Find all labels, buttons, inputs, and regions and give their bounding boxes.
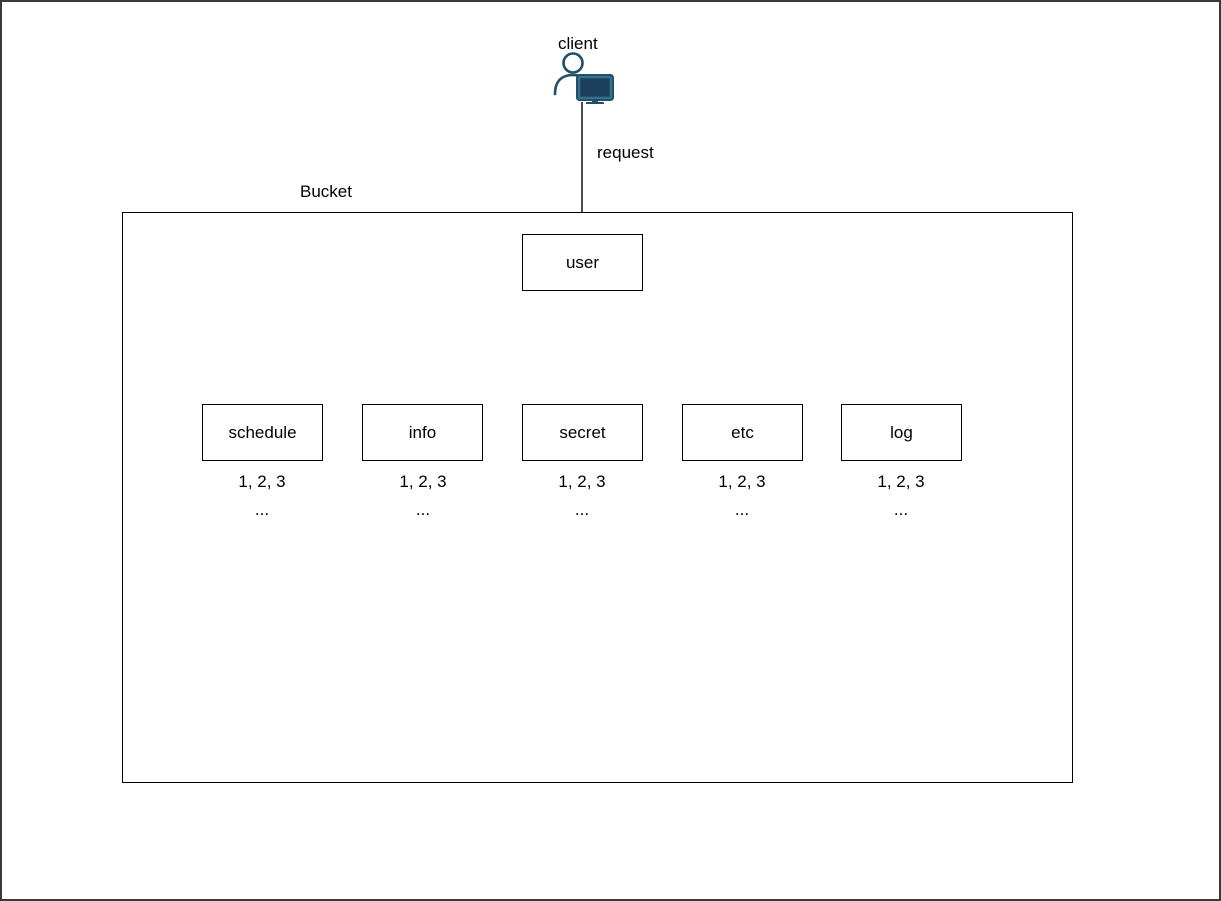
node-user-label: user (565, 252, 600, 272)
node-info[interactable]: info (362, 404, 483, 461)
node-info-items: 1, 2, 3 (399, 472, 447, 491)
node-log-ellipsis: ... (893, 500, 909, 519)
user-with-monitor-icon (550, 52, 616, 105)
node-log-label: log (890, 422, 913, 442)
node-etc-ellipsis: ... (734, 500, 750, 519)
node-log[interactable]: log (841, 404, 962, 461)
node-secret-ellipsis: ... (574, 500, 590, 519)
node-etc[interactable]: etc (682, 404, 803, 461)
bucket-group-label: Bucket (300, 182, 352, 201)
node-schedule[interactable]: schedule (202, 404, 323, 461)
node-log-items: 1, 2, 3 (877, 472, 925, 491)
node-user[interactable]: user (522, 234, 643, 291)
node-info-label: info (408, 422, 437, 442)
node-schedule-items: 1, 2, 3 (238, 472, 286, 491)
node-etc-label: etc (731, 422, 754, 442)
request-edge-label: request (597, 143, 654, 162)
bucket-container (122, 212, 1073, 783)
node-secret-label: secret (559, 422, 606, 442)
node-schedule-label: schedule (228, 422, 297, 442)
node-secret-items: 1, 2, 3 (558, 472, 606, 491)
client-label: client (558, 34, 598, 53)
node-secret[interactable]: secret (522, 404, 643, 461)
node-info-ellipsis: ... (415, 500, 431, 519)
node-etc-items: 1, 2, 3 (718, 472, 766, 491)
node-schedule-ellipsis: ... (254, 500, 270, 519)
